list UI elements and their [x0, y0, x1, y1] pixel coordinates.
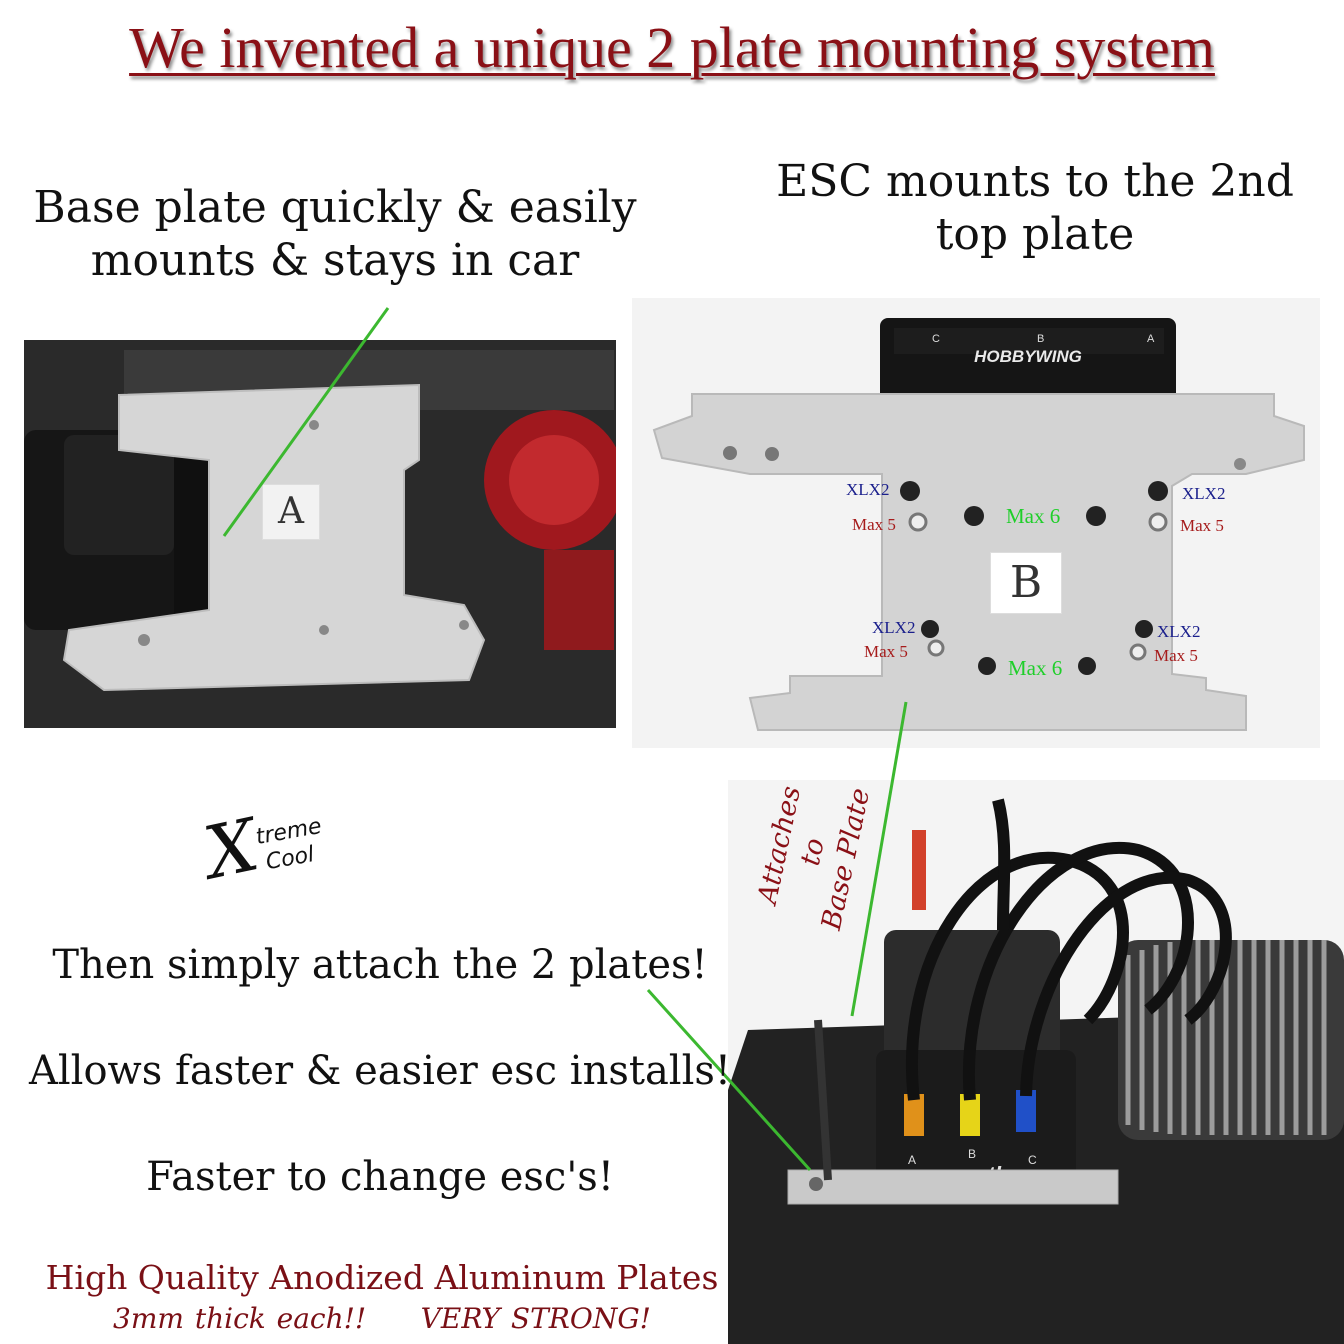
- esc-port-b-top: B: [1037, 333, 1044, 345]
- tag-max5-bottom-left: Max 5: [864, 642, 908, 661]
- headline: We invented a unique 2 plate mounting sy…: [129, 15, 1215, 80]
- esc-plate-caption: ESC mounts to the 2nd top plate: [740, 156, 1330, 262]
- installed-esc-photo: castle A B C: [728, 780, 1344, 1344]
- base-plate-photo: [24, 340, 616, 728]
- base-caption-line2: mounts & stays in car: [90, 234, 580, 286]
- tag-xlx2-top-left: XLX2: [846, 480, 890, 499]
- tag-xlx2-top-right: XLX2: [1182, 484, 1226, 503]
- thickness-note: 3mm thick each!!: [113, 1302, 367, 1335]
- tag-max5-top-right: Max 5: [1180, 516, 1224, 535]
- base-caption-line1: Base plate quickly & easily: [33, 182, 637, 233]
- esc-caption-line2: top plate: [935, 208, 1135, 260]
- tag-max5-bottom-right: Max 5: [1154, 646, 1198, 665]
- xtreme-cool-logo-art: X treme Cool: [193, 802, 324, 896]
- tag-max6-bottom: Max 6: [1008, 656, 1063, 680]
- strength-note: 3mm thick each!! VERY STRONG!: [0, 1302, 764, 1335]
- esc-port-c-top: C: [932, 333, 940, 345]
- tag-xlx2-bottom-right: XLX2: [1157, 622, 1201, 641]
- feature-change-esc: Faster to change esc's!: [146, 1154, 614, 1200]
- xtreme-cool-logo: X treme Cool: [190, 800, 330, 896]
- tag-max6-top: Max 6: [1006, 504, 1061, 528]
- esc-caption-line1: ESC mounts to the 2nd: [776, 156, 1294, 207]
- esc-port-c-bottom: C: [1028, 1153, 1037, 1167]
- feature-faster-install: Allows faster & easier esc installs!: [29, 1048, 731, 1094]
- tag-xlx2-bottom-left: XLX2: [872, 618, 916, 637]
- quality-headline: High Quality Anodized Aluminum Plates: [45, 1258, 719, 1297]
- plate-b-label: B: [990, 552, 1062, 614]
- tag-max5-top-left: Max 5: [852, 515, 896, 534]
- base-plate-caption: Base plate quickly & easily mounts & sta…: [20, 182, 650, 288]
- esc-port-a-bottom: A: [908, 1153, 916, 1167]
- logo-word-treme: treme: [254, 814, 324, 850]
- very-strong-note: VERY STRONG!: [420, 1302, 651, 1335]
- top-plate-photo: HOBBYWING C B A: [632, 298, 1320, 748]
- esc-port-a-top: A: [1147, 333, 1155, 345]
- top-plate-illustration: HOBBYWING C B A: [632, 298, 1320, 748]
- base-plate-illustration: [24, 340, 616, 728]
- hobbywing-brand: HOBBYWING: [974, 347, 1082, 366]
- feature-attach: Then simply attach the 2 plates!: [52, 942, 708, 988]
- esc-port-b-bottom: B: [968, 1147, 976, 1161]
- plate-a-label: A: [262, 484, 320, 540]
- installed-esc-illustration: castle A B C: [728, 780, 1344, 1344]
